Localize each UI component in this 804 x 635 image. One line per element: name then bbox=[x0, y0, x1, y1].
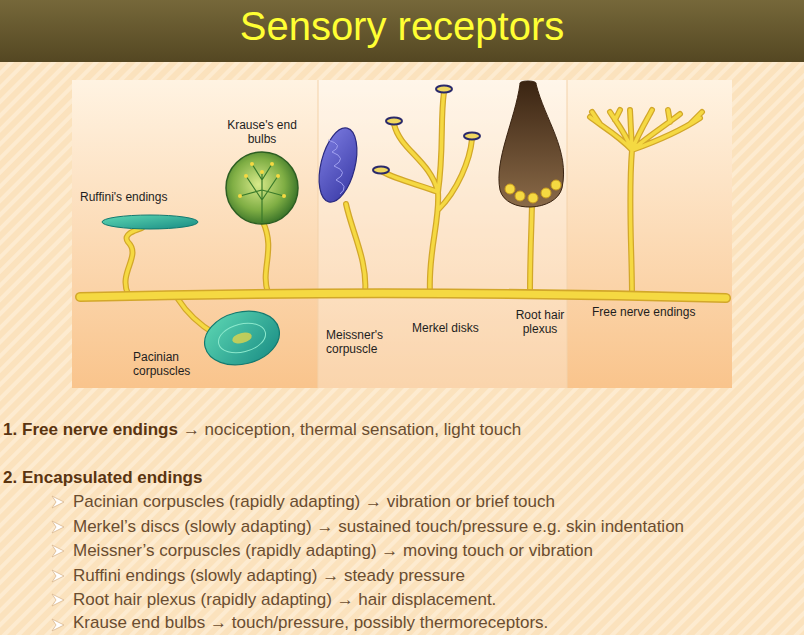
list-item-box: Merkel’s discs (slowly adapting) → susta… bbox=[73, 517, 684, 537]
illustration-panel bbox=[72, 80, 732, 388]
meissner-corpuscle bbox=[312, 124, 363, 206]
list-item-box: Krause end bulbs → touch/pressure, possi… bbox=[73, 613, 548, 633]
bullet-arrows bbox=[52, 496, 64, 631]
part-label-box: Krause's end bulbs bbox=[226, 118, 298, 146]
list-number-box: 1. bbox=[3, 420, 17, 440]
part-label: Root hair plexus bbox=[510, 308, 570, 336]
part-label: Ruffini's endings bbox=[80, 190, 167, 204]
list-item-box: Root hair plexus (rapidly adapting) → ha… bbox=[73, 590, 496, 610]
nerve-trunk bbox=[80, 293, 726, 298]
list-item-box: Meissner’s corpuscles (rapidly adapting)… bbox=[73, 541, 593, 561]
list-item: Krause end bulbs → touch/pressure, possi… bbox=[73, 613, 548, 633]
list-item: Pacinian corpuscles (rapidly adapting) →… bbox=[73, 492, 555, 512]
merkel-disks bbox=[373, 86, 480, 174]
list-number: 2. bbox=[3, 468, 17, 488]
part-label-box: Free nerve endings bbox=[592, 305, 695, 319]
krause-bulb bbox=[226, 152, 298, 224]
list-item: Merkel’s discs (slowly adapting) → susta… bbox=[73, 517, 684, 537]
list-text-box: → nociception, thermal sensation, light … bbox=[183, 420, 521, 440]
part-label-box: Root hair plexus bbox=[510, 308, 570, 336]
slide-title: Sensory receptors bbox=[0, 4, 804, 49]
pacinian-corpuscle bbox=[199, 304, 285, 373]
list-text: → nociception, thermal sensation, light … bbox=[183, 420, 521, 440]
nerve-trunk-outline bbox=[80, 293, 726, 298]
part-label-box: Ruffini's endings bbox=[80, 190, 167, 204]
part-label: Meissner's corpuscle bbox=[326, 328, 410, 356]
part-label: Free nerve endings bbox=[592, 305, 695, 319]
part-label-box: Pacinian corpuscles bbox=[133, 350, 203, 378]
list-item: Meissner’s corpuscles (rapidly adapting)… bbox=[73, 541, 593, 561]
list-heading: Free nerve endings bbox=[22, 420, 178, 440]
panel-divider bbox=[318, 80, 319, 388]
list-item-box: Pacinian corpuscles (rapidly adapting) →… bbox=[73, 492, 555, 512]
part-label: Pacinian corpuscles bbox=[133, 350, 203, 378]
panel-divider bbox=[567, 80, 568, 388]
part-label-box: Merkel disks bbox=[412, 321, 479, 335]
title-bar bbox=[0, 0, 804, 62]
middle-panel bbox=[318, 80, 567, 388]
list-item-box: Ruffini endings (slowly adapting) → stea… bbox=[73, 566, 465, 586]
part-label-box: Meissner's corpuscle bbox=[326, 328, 410, 356]
part-label: Krause's end bulbs bbox=[226, 118, 298, 146]
list-item: Root hair plexus (rapidly adapting) → ha… bbox=[73, 590, 496, 610]
hair-follicle bbox=[499, 81, 564, 207]
list-heading: Encapsulated endings bbox=[22, 468, 202, 488]
list-heading-box: Free nerve endings bbox=[22, 420, 178, 440]
part-label: Merkel disks bbox=[412, 321, 479, 335]
list-item: Ruffini endings (slowly adapting) → stea… bbox=[73, 566, 465, 586]
list-heading-box: Encapsulated endings bbox=[22, 468, 202, 488]
list-number-box: 2. bbox=[3, 468, 17, 488]
ruffini-ending bbox=[102, 215, 198, 229]
list-number: 1. bbox=[3, 420, 17, 440]
